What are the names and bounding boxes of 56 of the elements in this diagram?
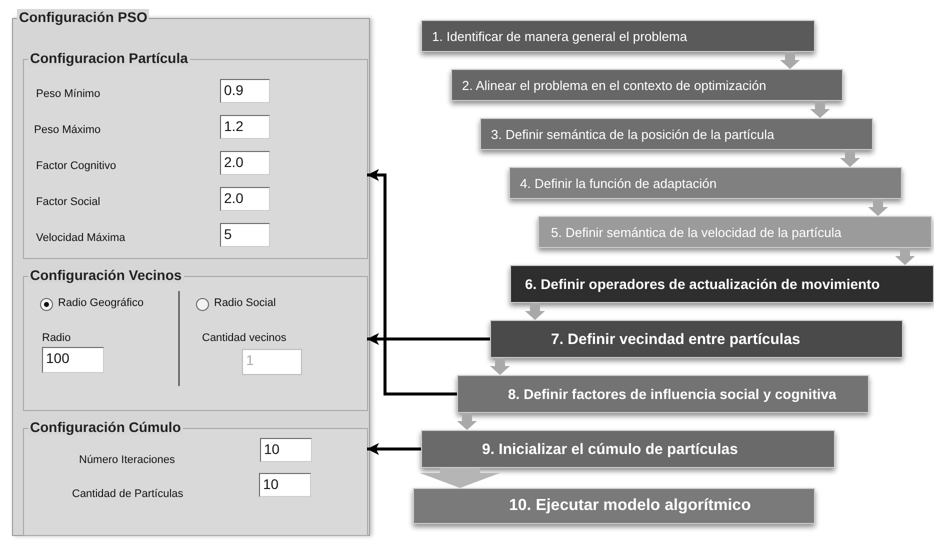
step-box xyxy=(421,20,815,52)
down-arrow xyxy=(840,150,860,167)
step-box xyxy=(451,69,843,101)
step-box xyxy=(510,265,934,303)
step-label: 9. Inicializar el cúmulo de partículas xyxy=(482,440,738,458)
group-title: Configuracion Partícula xyxy=(28,50,190,66)
down-arrow xyxy=(810,101,830,118)
step-label: 8. Definir factores de influencia social y cognitiva xyxy=(508,386,836,402)
step-label: 4. Definir la función de adaptación xyxy=(520,176,717,190)
down-arrow xyxy=(895,248,915,265)
step-box xyxy=(421,430,835,468)
input-field: 10 xyxy=(259,473,311,497)
input-field: 10 xyxy=(260,438,312,462)
field-label: Radio xyxy=(42,332,71,344)
arrow xyxy=(367,333,490,345)
field-label: Peso Máximo xyxy=(34,124,101,136)
option-label: Radio Social xyxy=(214,297,276,309)
down-arrow xyxy=(457,413,477,430)
step-label: 3. Definir semántica de la posición de la partícula xyxy=(491,126,774,142)
step-box xyxy=(509,167,902,199)
arrow xyxy=(367,443,421,455)
input-field: 0.9 xyxy=(220,79,270,103)
down-arrow xyxy=(490,358,510,375)
down-arrow xyxy=(868,199,888,216)
field-label: Cantidad de Partículas xyxy=(72,488,184,500)
input-field: 5 xyxy=(220,223,270,247)
group-title: Configuración Cúmulo xyxy=(28,419,183,435)
block-arrow xyxy=(420,468,500,488)
step-label: 6. Definir operadores de actualización de movimiento xyxy=(525,276,880,292)
group-title: Configuración Vecinos xyxy=(28,267,184,283)
input-field: 100 xyxy=(42,347,104,373)
step-label: 10. Ejecutar modelo algorítmico xyxy=(509,497,751,515)
arrow xyxy=(367,169,457,396)
field-label: Factor Cognitivo xyxy=(36,160,116,172)
input-field: 1.2 xyxy=(220,115,270,139)
input-field: 2.0 xyxy=(220,151,270,175)
field-label: Peso Mínimo xyxy=(36,88,100,100)
step-label: 5. Definir semántica de la velocidad de la partícula xyxy=(551,224,842,240)
step-label: 1. Identificar de manera general el problema xyxy=(432,28,688,44)
step-box xyxy=(457,375,869,413)
step-box xyxy=(538,216,932,248)
step-label: 2. Alinear el problema en el contexto de optimización xyxy=(462,78,766,92)
field-label: Cantidad vecinos xyxy=(202,332,286,344)
step-label: 7. Definir vecindad entre partículas xyxy=(551,330,800,348)
step-box xyxy=(413,488,815,524)
step-box xyxy=(480,118,873,150)
field-label: Factor Social xyxy=(36,196,100,208)
step-box xyxy=(490,320,903,358)
down-arrow xyxy=(780,52,800,69)
down-arrow xyxy=(525,303,545,320)
input-field: 1 xyxy=(242,349,302,375)
field-label: Número Iteraciones xyxy=(79,454,175,466)
field-label: Velocidad Máxima xyxy=(36,232,126,244)
group-title: Configuración PSO xyxy=(17,9,150,25)
option-label: Radio Geográfico xyxy=(58,297,144,309)
input-field: 2.0 xyxy=(220,187,270,211)
